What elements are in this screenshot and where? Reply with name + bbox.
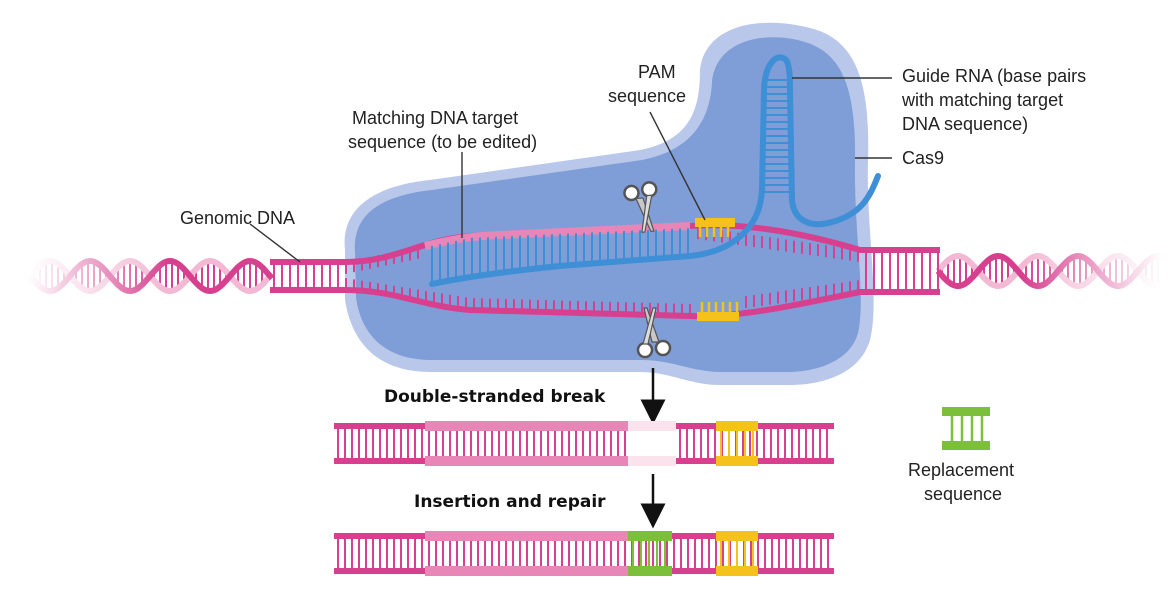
target-sequence-top <box>424 222 691 250</box>
scissors-handle <box>623 184 640 202</box>
dna-repaired <box>334 531 834 576</box>
leader-pam <box>649 111 706 221</box>
scissors-handle <box>640 181 658 198</box>
pam-sequence-bottom <box>697 312 739 321</box>
scissors-handle <box>654 339 672 357</box>
label-insertion-repair: Insertion and repair <box>414 492 606 512</box>
label-cas9: Cas9 <box>902 148 944 168</box>
label-replacement-line2: sequence <box>924 484 1002 504</box>
cas9-body <box>354 37 861 373</box>
label-replacement-line1: Replacement <box>908 460 1014 480</box>
target-band-bottom <box>425 566 630 576</box>
label-guide-line2: with matching target <box>901 90 1063 110</box>
insert-top <box>716 421 758 431</box>
scissors-blade <box>642 307 657 345</box>
label-target-line2: sequence (to be edited) <box>348 132 537 152</box>
guide-rna <box>429 54 881 287</box>
unwound-dna <box>270 218 940 321</box>
helix-fade <box>1022 248 1162 294</box>
insert-bottom <box>628 566 672 576</box>
insert-top <box>628 531 672 541</box>
genomic-dna-helix-right <box>935 248 1162 294</box>
scissors-icon-bottom <box>636 307 672 359</box>
target-band-bottom <box>425 456 630 466</box>
insert-top <box>716 531 758 541</box>
break-gap <box>628 421 676 431</box>
pam-bases-top <box>698 227 730 237</box>
leader-lines <box>249 77 892 263</box>
dna-double-stranded-break <box>334 421 834 466</box>
scissors-icon-top <box>623 181 658 233</box>
label-target-line1: Matching DNA target <box>352 108 518 128</box>
replacement-sequence-icon <box>942 407 990 450</box>
label-guide-line1: Guide RNA (base pairs <box>902 66 1086 86</box>
dna-bottom-strand <box>270 287 940 320</box>
cas9-protein <box>344 22 874 386</box>
scissors-handle <box>636 341 654 359</box>
dna-top-strand <box>270 222 940 265</box>
break-gap <box>628 456 676 466</box>
label-double-stranded-break: Double-stranded break <box>384 387 606 407</box>
guide-rna-hairpin-rungs <box>764 79 790 193</box>
guide-rna-target-rungs <box>431 228 689 284</box>
insert-bottom <box>716 456 758 466</box>
leader-genomic-dna <box>249 223 301 263</box>
pam-sequence-top <box>695 218 735 227</box>
label-guide-line3: DNA sequence) <box>902 114 1028 134</box>
genomic-dna-helix-left <box>27 253 275 299</box>
insert-bottom <box>716 566 758 576</box>
guide-rna-strand <box>429 54 881 287</box>
scissors-blade <box>641 194 653 233</box>
target-band-top <box>425 421 630 431</box>
replacement-strand-bottom <box>942 441 990 450</box>
label-pam-line1: PAM <box>638 62 676 82</box>
helix-fade <box>28 253 168 299</box>
label-genomic-dna: Genomic DNA <box>180 208 295 228</box>
label-pam-line2: sequence <box>608 86 686 106</box>
replacement-strand-top <box>942 407 990 416</box>
pam-bases-bottom <box>700 302 739 312</box>
target-band-top <box>425 531 630 541</box>
